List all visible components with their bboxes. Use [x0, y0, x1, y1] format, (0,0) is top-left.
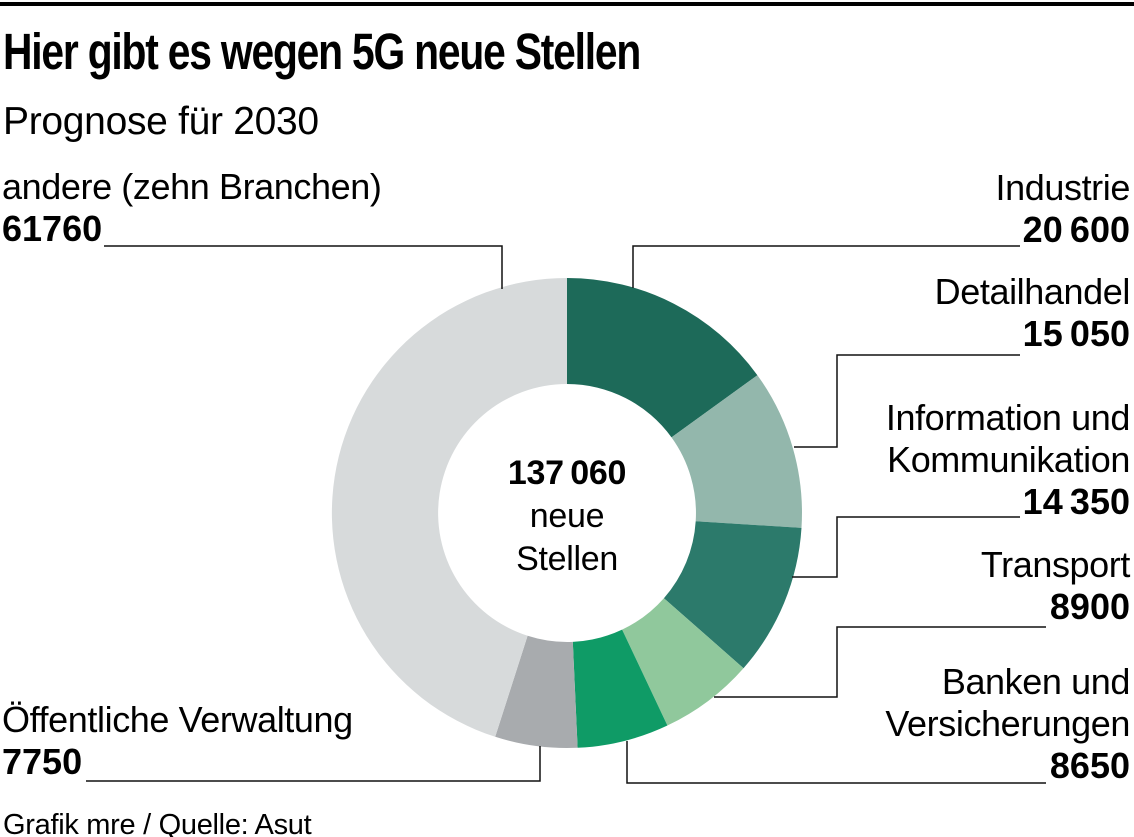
callout-information-kommunikation: Information und Kommunikation 14 350 [885, 397, 1131, 523]
callout-transport: Transport 8900 [980, 544, 1131, 628]
slice-industrie [567, 278, 758, 438]
slice-value: 8650 [1049, 745, 1130, 786]
callout-industrie: Industrie 20 600 [995, 167, 1131, 251]
total-value: 137 060 [507, 454, 627, 492]
source-credit: Grafik mre / Quelle: Asut [3, 809, 312, 837]
top-rule [0, 2, 1134, 6]
slice-label: Detailhandel [934, 271, 1131, 312]
slice-value: 61760 [2, 208, 103, 249]
donut-center-label: 137 060 neue Stellen [508, 452, 626, 581]
slice-label: Banken und [941, 661, 1131, 702]
slice-label: andere (zehn Branchen) [2, 166, 382, 207]
slice-label: Transport [980, 544, 1131, 585]
page-title: Hier gibt es wegen 5G neue Stellen [3, 23, 641, 80]
callout-banken-versicherungen: Banken und Versicherungen 8650 [885, 661, 1130, 787]
slice-value: 20 600 [1022, 209, 1130, 250]
slice-banken-versicherungen [572, 629, 668, 748]
leader-line-andere [104, 245, 503, 289]
slice-value: 7750 [2, 741, 83, 782]
slice-label: Information und [885, 397, 1131, 438]
page-subtitle: Prognose für 2030 [3, 100, 319, 143]
slice-label: Industrie [995, 167, 1131, 208]
callout-detailhandel: Detailhandel 15 050 [934, 271, 1131, 355]
slice-label: Versicherungen [885, 703, 1130, 744]
total-word-2: Stellen [516, 540, 618, 578]
slice-label: Öffentliche Verwaltung [2, 699, 353, 740]
slice-value: 15 050 [1022, 313, 1130, 354]
callout-andere: andere (zehn Branchen) 61760 [2, 166, 382, 250]
slice-label: Kommunikation [887, 439, 1130, 480]
total-word-1: neue [529, 497, 605, 535]
slice-detailhandel [671, 375, 802, 528]
slice-value: 8900 [1049, 586, 1130, 627]
slice-oeffentliche-verwaltung [495, 635, 578, 749]
slice-transport [622, 598, 744, 726]
callout-oeffentliche-verwaltung: Öffentliche Verwaltung 7750 [2, 699, 353, 783]
slice-information-kommunikation [663, 521, 802, 669]
slice-value: 14 350 [1022, 481, 1130, 522]
